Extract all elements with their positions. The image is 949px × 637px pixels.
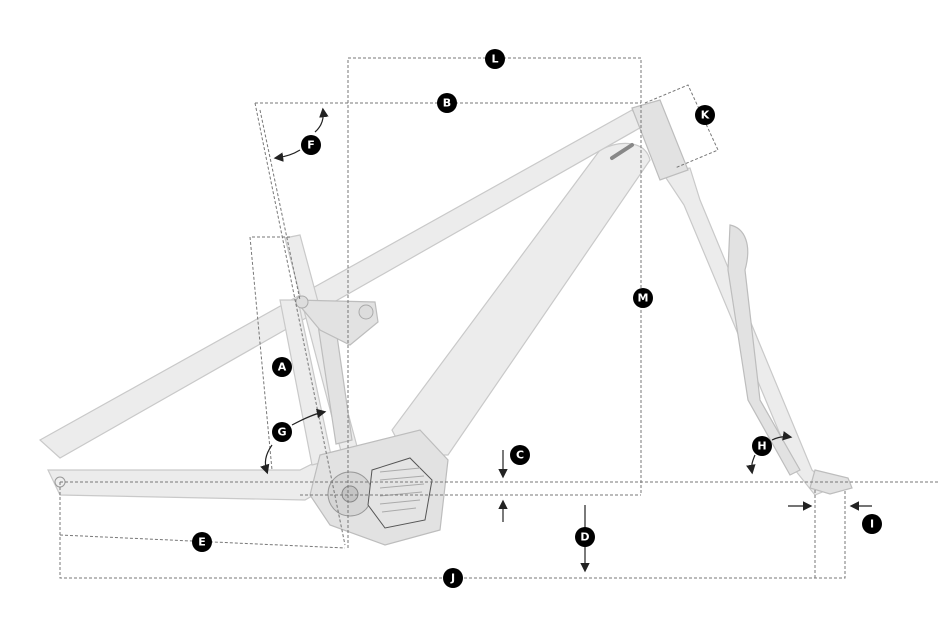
dimension-arrows: [260, 107, 872, 573]
marker-D: D: [575, 527, 595, 547]
marker-K: K: [695, 105, 715, 125]
svg-text:E: E: [198, 536, 206, 549]
rocker-link: [293, 299, 379, 346]
svg-text:M: M: [638, 292, 649, 305]
svg-text:C: C: [516, 449, 524, 462]
head-tube: [631, 99, 689, 181]
motor-cover: [367, 457, 433, 529]
svg-text:K: K: [701, 109, 710, 122]
marker-C: C: [510, 445, 530, 465]
svg-text:L: L: [491, 53, 498, 66]
svg-text:A: A: [278, 361, 287, 374]
marker-B: B: [437, 93, 457, 113]
marker-J: J: [443, 568, 463, 588]
marker-E: E: [192, 532, 212, 552]
marker-H: H: [752, 436, 772, 456]
svg-text:B: B: [443, 97, 451, 110]
cable-port: [610, 143, 634, 160]
bike-frame: [38, 99, 853, 546]
svg-text:F: F: [307, 139, 315, 152]
marker-A: A: [272, 357, 292, 377]
fork-arch: [727, 224, 801, 476]
marker-I: I: [862, 514, 882, 534]
marker-M: M: [633, 288, 653, 308]
marker-G: G: [272, 422, 292, 442]
svg-text:G: G: [277, 426, 286, 439]
svg-text:H: H: [757, 440, 766, 453]
svg-text:J: J: [450, 572, 455, 585]
svg-text:D: D: [580, 531, 589, 544]
svg-text:I: I: [870, 518, 874, 531]
marker-F: F: [301, 135, 321, 155]
chainstay: [47, 454, 341, 501]
marker-L: L: [485, 49, 505, 69]
